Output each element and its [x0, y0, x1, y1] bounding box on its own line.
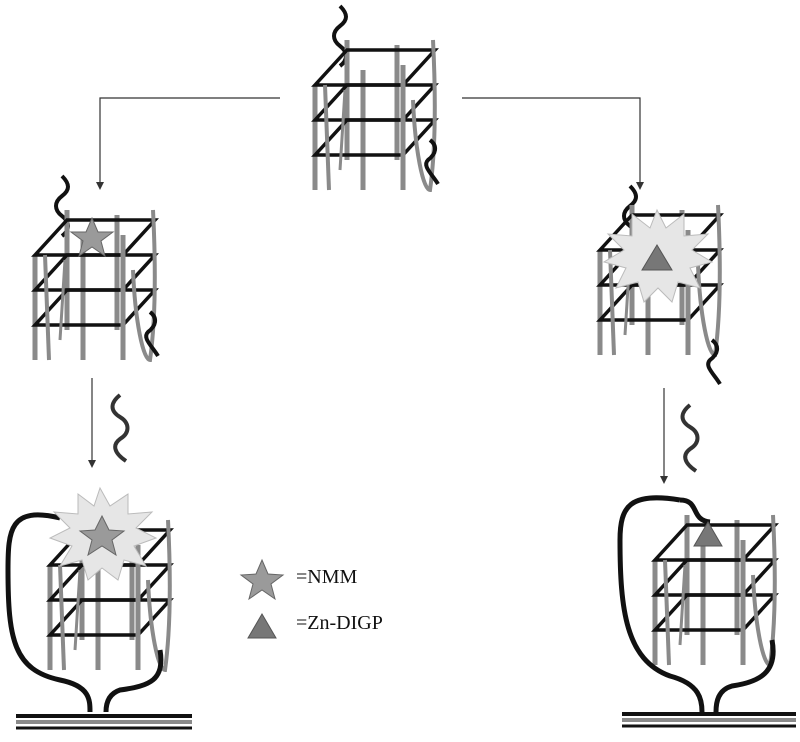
hairpin-loop [5, 512, 93, 713]
arrow-right-down [660, 388, 700, 484]
hairpin-zn [617, 495, 796, 728]
arrow-top-right [462, 97, 644, 190]
arrow-top-left [96, 97, 280, 190]
legend [239, 558, 285, 639]
triangle-icon [247, 613, 277, 639]
quadruplex-nmm [35, 174, 160, 360]
arrow-left-down [88, 378, 130, 468]
star-icon [78, 514, 126, 557]
star-icon [69, 216, 115, 258]
triangle-icon [641, 244, 673, 271]
released-strand [680, 403, 700, 473]
triangle-icon [693, 521, 723, 547]
tail-strand [424, 138, 440, 186]
star-icon [239, 558, 285, 601]
hairpin-nmm [5, 486, 192, 730]
legend-zn-label: =Zn-DIGP [296, 612, 383, 634]
quadruplex-zn [600, 184, 720, 386]
released-strand [110, 393, 130, 463]
legend-nmm-label: =NMM [296, 566, 358, 588]
quadruplex-top [315, 4, 440, 190]
hairpin-loop [617, 495, 705, 713]
